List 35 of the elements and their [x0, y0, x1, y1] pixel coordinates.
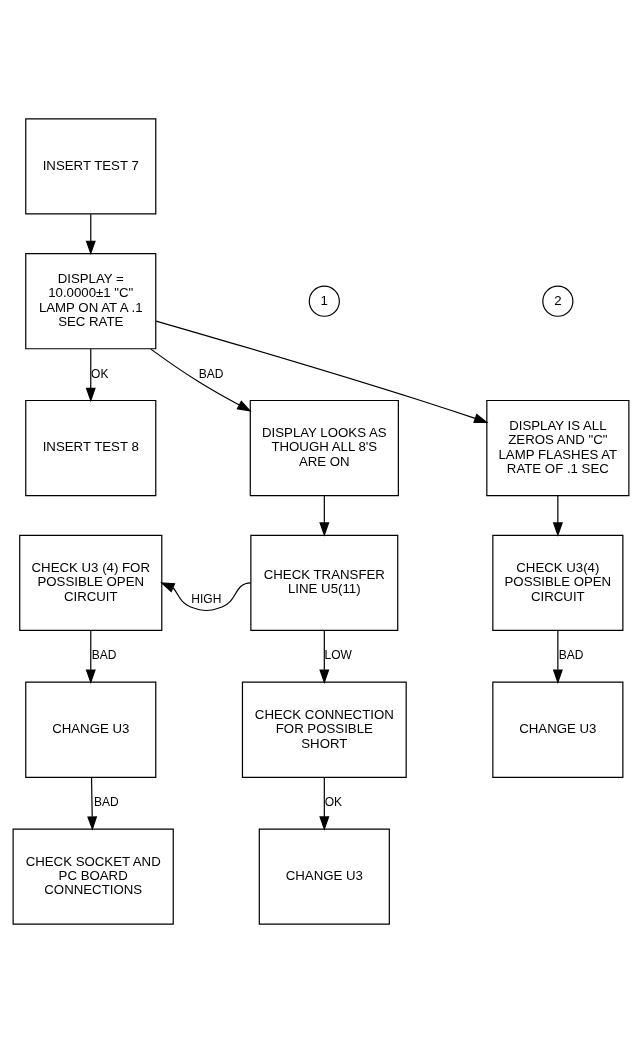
- node-box: DISPLAY = 10.0000±1 "C" LAMP ON AT A .1 SEC RATE: [25, 252, 157, 349]
- arrow: [319, 776, 330, 831]
- node-box: DISPLAY LOOKS AS THOUGH ALL 8'S ARE ON: [249, 399, 399, 496]
- node-box: CHECK U3 (4) FOR POSSIBLE OPEN CIRCUIT: [19, 534, 163, 631]
- arrow: [160, 581, 252, 611]
- node-box: CHECK CONNECTION FOR POSSIBLE SHORT: [241, 681, 407, 778]
- edge-label: OK: [91, 366, 109, 381]
- arrow: [552, 629, 563, 684]
- node-box: CHECK U3(4) POSSIBLE OPEN CIRCUIT: [492, 534, 624, 631]
- node-box: CHECK SOCKET AND PC BOARD CONNECTIONS: [12, 828, 174, 925]
- arrow: [87, 776, 98, 831]
- arrow: [85, 213, 96, 255]
- arrow: [150, 348, 252, 412]
- arrow: [552, 494, 563, 537]
- node-box: INSERT TEST 8: [25, 399, 157, 496]
- node-box: CHECK TRANSFER LINE U5(11): [250, 534, 399, 631]
- node-circle: 2: [542, 285, 574, 317]
- arrow: [155, 319, 489, 423]
- arrow: [85, 629, 96, 684]
- node-box: CHANGE U3: [492, 681, 624, 778]
- node-box: INSERT TEST 7: [25, 117, 157, 214]
- node-box: CHANGE U3: [258, 828, 390, 925]
- node-box: DISPLAY IS ALL ZEROS AND "C" LAMP FLASHES AT RATE OF .1 SEC: [486, 399, 630, 496]
- node-circle: 1: [308, 285, 340, 317]
- edge-label: BAD: [558, 647, 584, 662]
- edge-label: OK: [324, 794, 343, 809]
- edge-label: HIGH: [191, 591, 222, 606]
- edge-label: BAD: [94, 794, 119, 809]
- arrow: [319, 494, 330, 537]
- edge-label: LOW: [324, 647, 352, 662]
- node-box: CHANGE U3: [25, 681, 157, 778]
- edge-label: BAD: [198, 366, 224, 381]
- arrow: [319, 629, 330, 684]
- edge-label: BAD: [91, 647, 117, 662]
- arrow: [85, 347, 96, 402]
